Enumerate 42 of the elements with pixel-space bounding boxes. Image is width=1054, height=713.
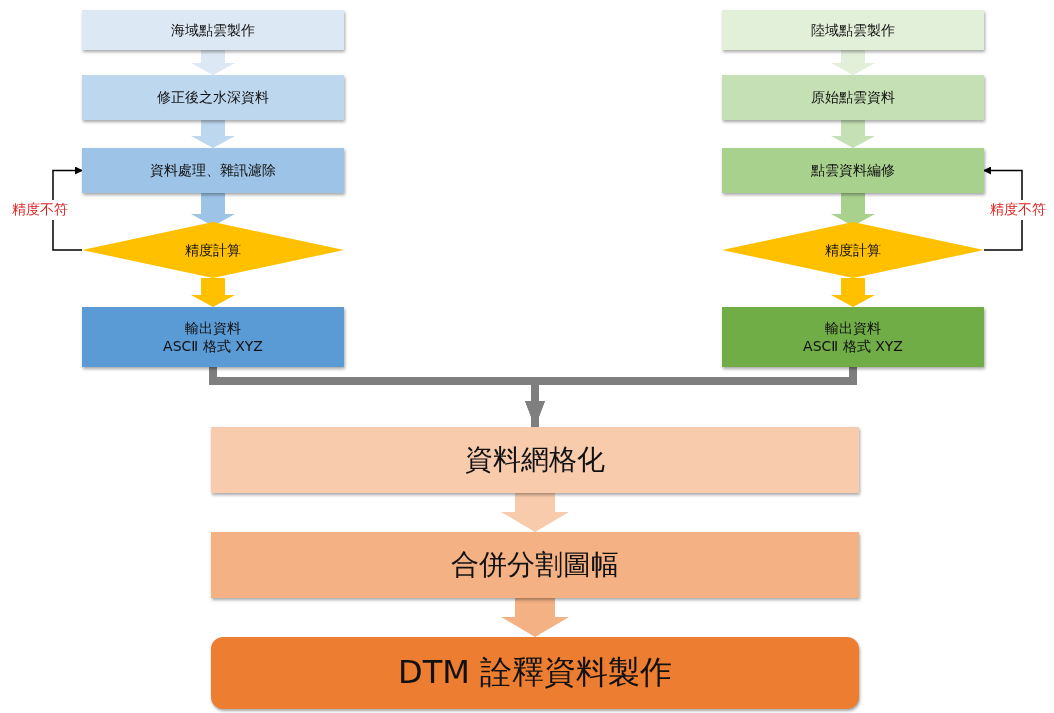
block-arrow	[831, 193, 875, 226]
block-arrow	[501, 598, 569, 637]
step-label: 資料處理、雜訊濾除	[150, 161, 276, 180]
process-box	[722, 75, 984, 120]
process-box	[82, 10, 344, 50]
step-label: 原始點雲資料	[811, 88, 895, 107]
edge-label: 精度不符	[12, 200, 68, 221]
step-label: 輸出資料	[185, 318, 241, 337]
process-box	[722, 307, 984, 367]
process-box	[211, 532, 859, 598]
process-box	[722, 10, 984, 50]
block-arrow	[191, 278, 235, 307]
step-label: 輸出資料	[825, 318, 881, 337]
decision-diamond	[82, 222, 344, 278]
step-label: 點雲資料編修	[811, 161, 895, 180]
step-label: ASCⅡ 格式 XYZ	[803, 337, 903, 356]
step-label: 資料網格化	[465, 441, 605, 478]
block-arrow	[191, 120, 235, 148]
connector-arrow	[525, 367, 857, 427]
block-arrow	[501, 493, 569, 532]
process-box	[722, 148, 984, 193]
block-arrow	[191, 193, 235, 226]
process-box	[211, 637, 859, 709]
step-label: 精度計算	[825, 240, 881, 260]
process-box	[82, 148, 344, 193]
process-box	[82, 307, 344, 367]
step-label: 陸域點雲製作	[811, 20, 895, 40]
process-box	[82, 75, 344, 120]
edge-label: 精度不符	[990, 200, 1046, 221]
decision-diamond	[722, 222, 984, 278]
block-arrow	[831, 120, 875, 148]
step-label: ASCⅡ 格式 XYZ	[163, 337, 263, 356]
step-label: 修正後之水深資料	[157, 88, 269, 107]
step-label: 合併分割圖幅	[451, 546, 619, 583]
step-label: DTM 詮釋資料製作	[398, 652, 672, 694]
block-arrow	[831, 50, 875, 75]
connector-arrow	[983, 166, 1023, 251]
step-label: 精度計算	[185, 240, 241, 260]
block-arrow	[191, 50, 235, 75]
process-box	[211, 427, 859, 493]
step-label: 海域點雲製作	[171, 20, 255, 40]
block-arrow	[831, 278, 875, 307]
